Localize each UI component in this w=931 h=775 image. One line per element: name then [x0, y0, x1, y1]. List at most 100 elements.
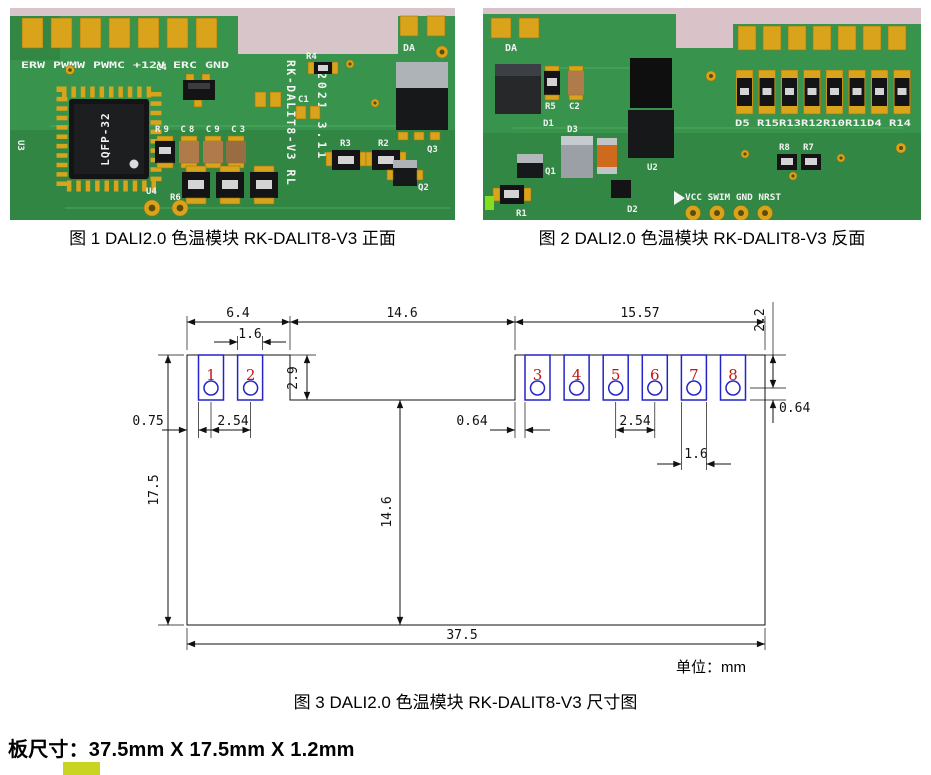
component-q3	[396, 62, 448, 141]
silkscreen-date-code: 2021.3.11	[315, 72, 329, 161]
dim-left-section-width: 6.4	[226, 306, 250, 321]
pcb-front-photo: ERW PWMW PWMC +12V ERC GND DA LQFP-32 U3…	[10, 8, 455, 220]
component-sot23	[183, 73, 215, 108]
ref-r3: R3	[340, 139, 351, 149]
ref-r8: R8	[779, 143, 790, 153]
dim-right-vertical: 2.2 0.64	[750, 302, 810, 423]
silkscreen-da-label: DA	[403, 43, 415, 54]
ref-r5: R5	[545, 102, 556, 112]
via-holes	[705, 70, 907, 181]
fig2-caption: 图 2 DALI2.0 色温模块 RK-DALIT8-V3 反面	[538, 229, 866, 248]
pad-2: 2	[236, 354, 264, 401]
pad-4: 4	[563, 354, 590, 401]
pad-number: 5	[611, 366, 621, 384]
component-c1-pads	[295, 105, 321, 120]
component-r4	[307, 61, 339, 75]
dim-label: 1.6	[238, 327, 261, 342]
dim-pad-width-right: 1.6	[657, 402, 731, 470]
ref-res-row: D5 R15R13R12R10R11D4 R14	[735, 119, 911, 129]
ref-d2: D2	[627, 205, 638, 215]
ref-cap-row: R9 C8 C9 C3	[155, 125, 245, 135]
dim-lower-row: 0.75 2.54 0.64 2.54	[132, 402, 656, 438]
highlight-mark	[63, 762, 100, 775]
board-texture	[483, 133, 921, 220]
dim-label: 1.6	[684, 447, 707, 462]
dim-label: 2.9	[286, 366, 301, 389]
silkscreen-board-name: RK-DALIT8-V3 RL	[284, 60, 298, 186]
pad-7: 7	[680, 354, 708, 401]
fig3-caption: 图 3 DALI2.0 色温模块 RK-DALIT8-V3 尺寸图	[293, 693, 638, 712]
component-r8-r7	[777, 154, 821, 170]
pin1-dot	[129, 159, 139, 169]
chip-u3-lqfp32: LQFP-32	[56, 86, 162, 192]
dim-top-to-hole: 2.2	[753, 308, 768, 331]
pad-number: 2	[246, 366, 256, 384]
via-holes	[65, 59, 380, 217]
component-r5	[544, 65, 560, 101]
unit-label: 单位：mm	[676, 659, 746, 676]
dim-notch-to-pad-gap: 0.64	[456, 414, 487, 429]
component-r3	[325, 150, 367, 170]
component-d2	[611, 180, 631, 198]
edge-pads-row	[737, 25, 907, 51]
dim-label: 14.6	[380, 496, 395, 527]
component-inductor	[597, 138, 617, 174]
ref-u2: U2	[647, 163, 658, 173]
pad-6: 6	[641, 354, 669, 401]
component-u2	[628, 58, 674, 158]
component-c2	[568, 65, 584, 101]
component-q2	[386, 160, 424, 186]
ref-c1: C1	[298, 95, 309, 105]
ref-q1: Q1	[545, 167, 556, 177]
ref-r7: R7	[803, 143, 814, 153]
dim-left-margin: 0.75	[132, 414, 163, 429]
spare-pads	[254, 91, 282, 108]
silkscreen-header-pins: ERW PWMW PWMC +12V ERC GND	[21, 61, 230, 71]
dimension-drawing: 1 2 3 4 5 6 7 8 6.4 14.6 15.57	[132, 302, 810, 676]
component-d1	[495, 64, 541, 114]
led-indicator	[485, 196, 494, 210]
ref-c2: C2	[569, 102, 580, 112]
dim-right-section-width: 15.57	[620, 306, 659, 321]
chip-pins	[56, 86, 162, 192]
ref-u4: U4	[146, 187, 157, 197]
dim-board-width: 37.5	[186, 628, 766, 650]
ref-q2: Q2	[418, 183, 429, 193]
component-diode	[561, 136, 593, 178]
programming-holes	[685, 205, 773, 220]
pad-number: 3	[533, 366, 543, 384]
pad-number: 8	[728, 366, 738, 384]
ref-d1: D1	[543, 119, 554, 129]
pad-number: 7	[689, 366, 699, 384]
ref-r6: R6	[170, 193, 181, 203]
ref-r4: R4	[306, 52, 317, 62]
component-q1	[517, 154, 543, 178]
pad-number: 4	[572, 366, 582, 384]
pad-number: 1	[206, 366, 216, 384]
ref-r1: R1	[516, 209, 527, 219]
silkscreen-footer-pins: VCC SWIM GND NRST	[685, 193, 782, 203]
silkscreen-da-label: DA	[505, 43, 517, 54]
dim-label: 17.5	[147, 474, 162, 505]
ref-r2: R2	[378, 139, 389, 149]
pad-8: 8	[719, 354, 747, 401]
da-pads	[399, 15, 449, 59]
dim-pad-pitch-right: 2.54	[619, 414, 650, 429]
component-r1	[492, 185, 532, 204]
ref-q3: Q3	[427, 145, 438, 155]
component-row-r9-c8-c9-c3	[155, 135, 246, 169]
component-row-resistors	[735, 69, 911, 115]
dim-board-height: 17.5	[147, 354, 184, 626]
dim-pad-height: 2.9	[286, 354, 316, 400]
pad-3: 3	[524, 354, 551, 401]
ref-c4: C4	[156, 63, 167, 73]
dim-notch-width: 14.6	[386, 306, 417, 321]
ref-u3: U3	[15, 140, 25, 151]
pad-number: 6	[650, 366, 660, 384]
component-row-r6	[182, 165, 278, 205]
da-pads	[490, 17, 540, 39]
dim-label: 37.5	[446, 628, 477, 643]
fig1-caption: 图 1 DALI2.0 色温模块 RK-DALIT8-V3 正面	[69, 229, 396, 248]
ref-d3: D3	[567, 125, 578, 135]
